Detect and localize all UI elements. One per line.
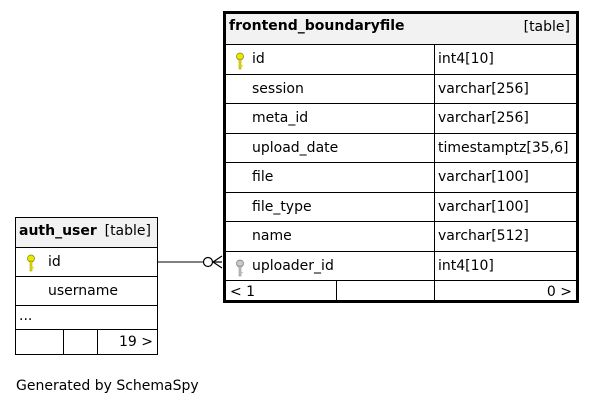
children-count[interactable]: 0 > xyxy=(546,284,572,300)
table-name: frontend_boundaryfile xyxy=(229,18,405,34)
primary-key-icon xyxy=(236,52,244,70)
foreign-key-icon xyxy=(236,259,244,277)
column-type: varchar[512] xyxy=(438,228,529,244)
footer-spacer xyxy=(337,281,435,303)
primary-key-icon xyxy=(27,254,35,272)
column-row: username xyxy=(16,277,157,306)
column-type: varchar[100] xyxy=(438,199,529,215)
column-type: timestamptz[35,6] xyxy=(438,140,569,156)
column-row: session varchar[256] xyxy=(226,75,576,104)
more-columns-ellipsis: ... xyxy=(19,308,33,324)
generator-caption: Generated by SchemaSpy xyxy=(16,378,199,394)
footer-spacer xyxy=(16,330,64,354)
column-type: varchar[256] xyxy=(438,110,529,126)
table-footer: 19 > xyxy=(16,330,157,354)
column-row: file varchar[100] xyxy=(226,163,576,193)
table-type-label: [table] xyxy=(523,19,570,35)
column-type: int4[10] xyxy=(438,258,494,274)
column-name: uploader_id xyxy=(252,258,334,274)
column-name: id xyxy=(252,51,265,67)
table-header: frontend_boundaryfile [table] xyxy=(226,14,576,45)
column-row: upload_date timestamptz[35,6] xyxy=(226,134,576,163)
column-name: id xyxy=(48,254,61,270)
parents-count[interactable]: < 1 xyxy=(226,281,337,303)
children-count[interactable]: 19 > xyxy=(119,334,153,350)
column-row: meta_id varchar[256] xyxy=(226,104,576,134)
table-header: auth_user [table] xyxy=(16,218,157,248)
column-type: varchar[100] xyxy=(438,169,529,185)
column-name-cell: id xyxy=(16,248,157,276)
column-type: int4[10] xyxy=(438,51,494,67)
crows-foot-many-icon xyxy=(212,255,223,269)
column-name: username xyxy=(48,283,118,299)
column-row: name varchar[512] xyxy=(226,222,576,252)
footer-spacer xyxy=(64,330,98,354)
table-footer: < 1 0 > xyxy=(226,281,576,303)
table-name: auth_user xyxy=(19,223,97,239)
table-auth-user: auth_user [table] id username ... 19 > xyxy=(15,217,158,355)
column-row: id xyxy=(16,248,157,277)
column-name: file_type xyxy=(226,193,435,221)
column-name: upload_date xyxy=(226,134,435,162)
column-name: file xyxy=(226,163,435,192)
column-row: file_type varchar[100] xyxy=(226,193,576,222)
zero-cardinality-circle-icon xyxy=(202,256,214,268)
table-frontend-boundaryfile: frontend_boundaryfile [table] id int4[10… xyxy=(223,11,579,303)
column-name: meta_id xyxy=(226,104,435,133)
column-type: varchar[256] xyxy=(438,81,529,97)
table-type-label: [table] xyxy=(104,223,151,239)
column-name-cell: uploader_id xyxy=(226,252,435,280)
column-name: session xyxy=(226,75,435,103)
column-name: name xyxy=(226,222,435,251)
column-row: uploader_id int4[10] xyxy=(226,252,576,281)
column-row: id int4[10] xyxy=(226,45,576,75)
column-name-cell: id xyxy=(226,45,435,74)
more-columns-row: ... xyxy=(16,306,157,330)
